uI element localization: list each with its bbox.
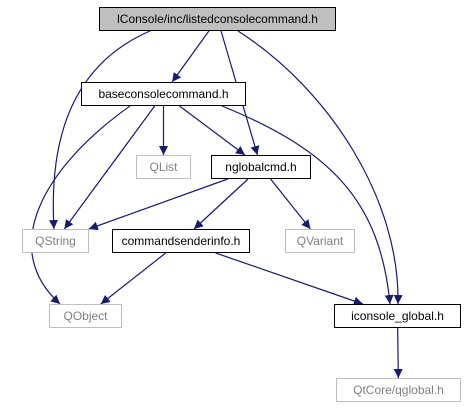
node-qlist: QList xyxy=(136,155,191,179)
edge-nglobal-to-qvariant xyxy=(270,178,311,230)
node-commandsenderinfo-h[interactable]: commandsenderinfo.h xyxy=(112,229,250,253)
node-listedconsolecommand-h: lConsole/inc/listedconsolecommand.h xyxy=(99,7,336,31)
edge-base-to-qstring xyxy=(63,105,156,230)
node-qtcore-qglobal-h: QtCore/qglobal.h xyxy=(336,378,461,402)
node-qobject: QObject xyxy=(49,304,122,328)
edge-base-to-nglobal xyxy=(179,105,246,156)
node-nglobalcmd-h[interactable]: nglobalcmd.h xyxy=(211,155,311,179)
edge-listed-to-iconsole xyxy=(237,30,403,305)
edge-nglobal-to-qstring xyxy=(88,178,228,231)
node-iconsole-global-h[interactable]: iconsole_global.h xyxy=(334,304,461,328)
edge-base-to-qobject xyxy=(31,105,131,305)
edge-base-to-iconsole xyxy=(221,105,394,305)
edge-listed-to-base xyxy=(171,30,210,83)
edge-nglobal-to-cmdsend xyxy=(193,178,249,230)
node-baseconsolecommand-h[interactable]: baseconsolecommand.h xyxy=(81,82,246,106)
node-qvariant: QVariant xyxy=(285,229,355,253)
edge-iconsole-to-qglobal xyxy=(393,327,403,379)
edge-cmdsend-to-iconsole xyxy=(215,252,364,306)
edge-listed-to-qstring xyxy=(48,30,151,230)
edge-cmdsend-to-qobject xyxy=(100,252,167,305)
node-qstring: QString xyxy=(22,229,89,253)
